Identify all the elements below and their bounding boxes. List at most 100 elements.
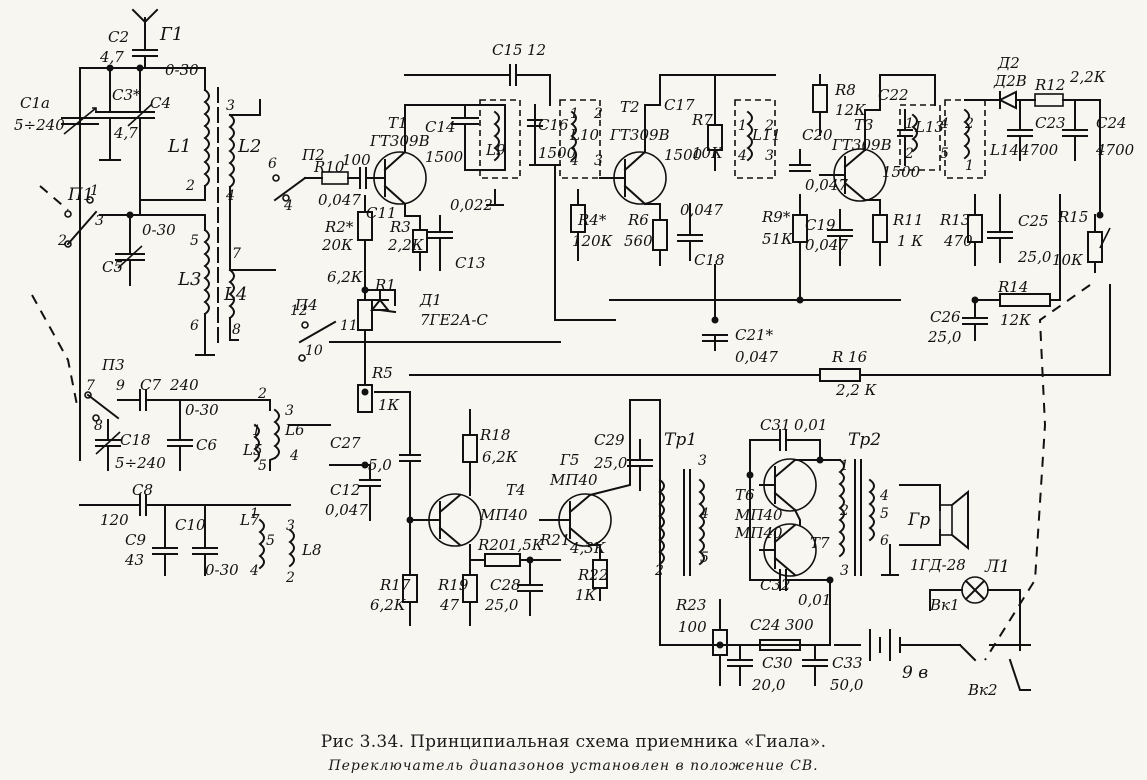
agc-line <box>298 284 1111 439</box>
c19-value-top: 0,047 <box>805 176 848 194</box>
c30-label: С30 <box>762 654 793 672</box>
r11-value: 1 К <box>897 232 923 250</box>
svg-text:2: 2 <box>764 118 774 134</box>
svg-text:12: 12 <box>290 303 308 319</box>
c23-label: С23 <box>1035 114 1066 132</box>
c17-label: С17 <box>664 96 695 114</box>
c1a-value: 5÷240 <box>14 116 65 134</box>
svg-text:4: 4 <box>699 506 709 522</box>
r23-value: 100 <box>678 618 707 636</box>
svg-text:3: 3 <box>698 453 707 469</box>
c3-value: 4,7 <box>113 124 138 142</box>
c19-value: 0,047 <box>805 236 848 254</box>
c1a-label: С1а <box>20 94 50 112</box>
switch-p1 <box>31 185 98 411</box>
svg-text:10: 10 <box>305 343 323 359</box>
svg-text:1: 1 <box>570 106 579 122</box>
c33-value: 50,0 <box>830 676 864 694</box>
l7-label: L7 <box>239 511 260 529</box>
c32-label: С32 <box>760 576 791 594</box>
band-switch-section <box>79 389 421 576</box>
l1-label: L1 <box>167 136 191 157</box>
r1-value: 6,2К <box>327 268 363 286</box>
r14-value: 12К <box>1000 311 1031 329</box>
gr-type: 1ГД-28 <box>910 556 966 574</box>
r10-value: 100 <box>342 151 371 169</box>
c9-label: С9 <box>125 531 146 549</box>
svg-text:2: 2 <box>964 116 974 132</box>
antenna-label: Г1 <box>159 24 183 45</box>
c24b-label: С24 <box>750 616 781 634</box>
r7-value: 10К <box>692 144 723 162</box>
r19-label: R19 <box>437 576 469 594</box>
output-stage <box>727 429 1031 691</box>
svg-text:11: 11 <box>340 318 358 334</box>
svg-text:5: 5 <box>700 550 709 566</box>
r11-label: R11 <box>892 211 923 229</box>
c19-label: С19 <box>805 216 836 234</box>
r9-value: 51К <box>762 230 793 248</box>
d1-label: Д1 <box>419 291 442 309</box>
r19-value: 47 <box>439 596 460 614</box>
r22-value: 1К <box>575 586 597 604</box>
t3-label: Т3 <box>854 116 874 134</box>
vk2-label: Вк2 <box>967 681 998 699</box>
c25-value: 25,0 <box>1017 248 1052 266</box>
c16-value: 1500 <box>538 144 577 162</box>
c31-label: С31 <box>760 416 791 434</box>
c24-label: С24 <box>1096 114 1127 132</box>
t7-label: Т7 <box>810 534 830 552</box>
r2-value: 20К <box>321 236 353 254</box>
r7-label: R7 <box>691 111 713 129</box>
svg-text:5: 5 <box>880 506 889 522</box>
t3-type: ГТ309В <box>831 136 892 154</box>
l2-label: L2 <box>237 136 261 157</box>
t6-label: Т6 <box>735 486 755 504</box>
c22-value: 1500 <box>882 163 921 181</box>
c9-value: 43 <box>124 551 144 569</box>
c18-value: 5÷240 <box>115 454 166 472</box>
l4-label: L4 <box>223 284 247 305</box>
svg-text:4: 4 <box>289 448 299 464</box>
p4-label: П4 <box>294 296 318 314</box>
vk1-label: Вк1 <box>929 596 960 614</box>
c7-label: С7 <box>140 376 161 394</box>
t1-type: ГТ309В <box>369 132 430 150</box>
r5-value: 1К <box>378 396 400 414</box>
t2-label: Т2 <box>620 98 640 116</box>
c26-value: 25,0 <box>927 328 962 346</box>
r15-label: R15 <box>1057 208 1088 226</box>
c14-value: 1500 <box>425 148 464 166</box>
c3-label: С3* <box>112 86 141 104</box>
c15-label: С15 <box>492 41 523 59</box>
r18-label: R18 <box>479 426 510 444</box>
c11-value: 0,047 <box>318 191 361 209</box>
schematic-diagram: Г1 С2 4,7 С1а 5÷240 С3* 4,7 С4 0-30 L1 L… <box>14 8 1135 699</box>
r8-value: 12К <box>835 101 866 119</box>
r6-value: 560 <box>624 232 653 250</box>
c7-value: 240 <box>169 376 199 394</box>
r22-label: R22 <box>577 566 608 584</box>
r4-label: R4* <box>577 211 607 229</box>
r13-label: R13 <box>939 211 970 229</box>
c6-value: 0-30 <box>185 401 219 419</box>
c15-value: 12 <box>527 41 546 59</box>
r17-value: 6,2К <box>370 596 406 614</box>
c2-value: 4,7 <box>99 48 124 66</box>
svg-text:1: 1 <box>90 183 99 199</box>
r3-label: R3 <box>389 218 411 236</box>
r20-value: 1,5К <box>508 536 544 554</box>
c21-label: С21* <box>735 326 774 344</box>
c29-label: С29 <box>594 431 625 449</box>
r14-label: R14 <box>997 278 1028 296</box>
svg-text:1: 1 <box>252 423 261 439</box>
svg-text:6: 6 <box>190 318 199 334</box>
svg-text:3: 3 <box>285 403 294 419</box>
svg-text:5: 5 <box>266 533 275 549</box>
svg-text:4: 4 <box>249 563 259 579</box>
c30-value: 20,0 <box>751 676 786 694</box>
t5-label: Г5 <box>559 451 579 469</box>
c10-value: 0-30 <box>205 561 239 579</box>
svg-text:9: 9 <box>116 378 125 394</box>
c28-label: С28 <box>490 576 521 594</box>
